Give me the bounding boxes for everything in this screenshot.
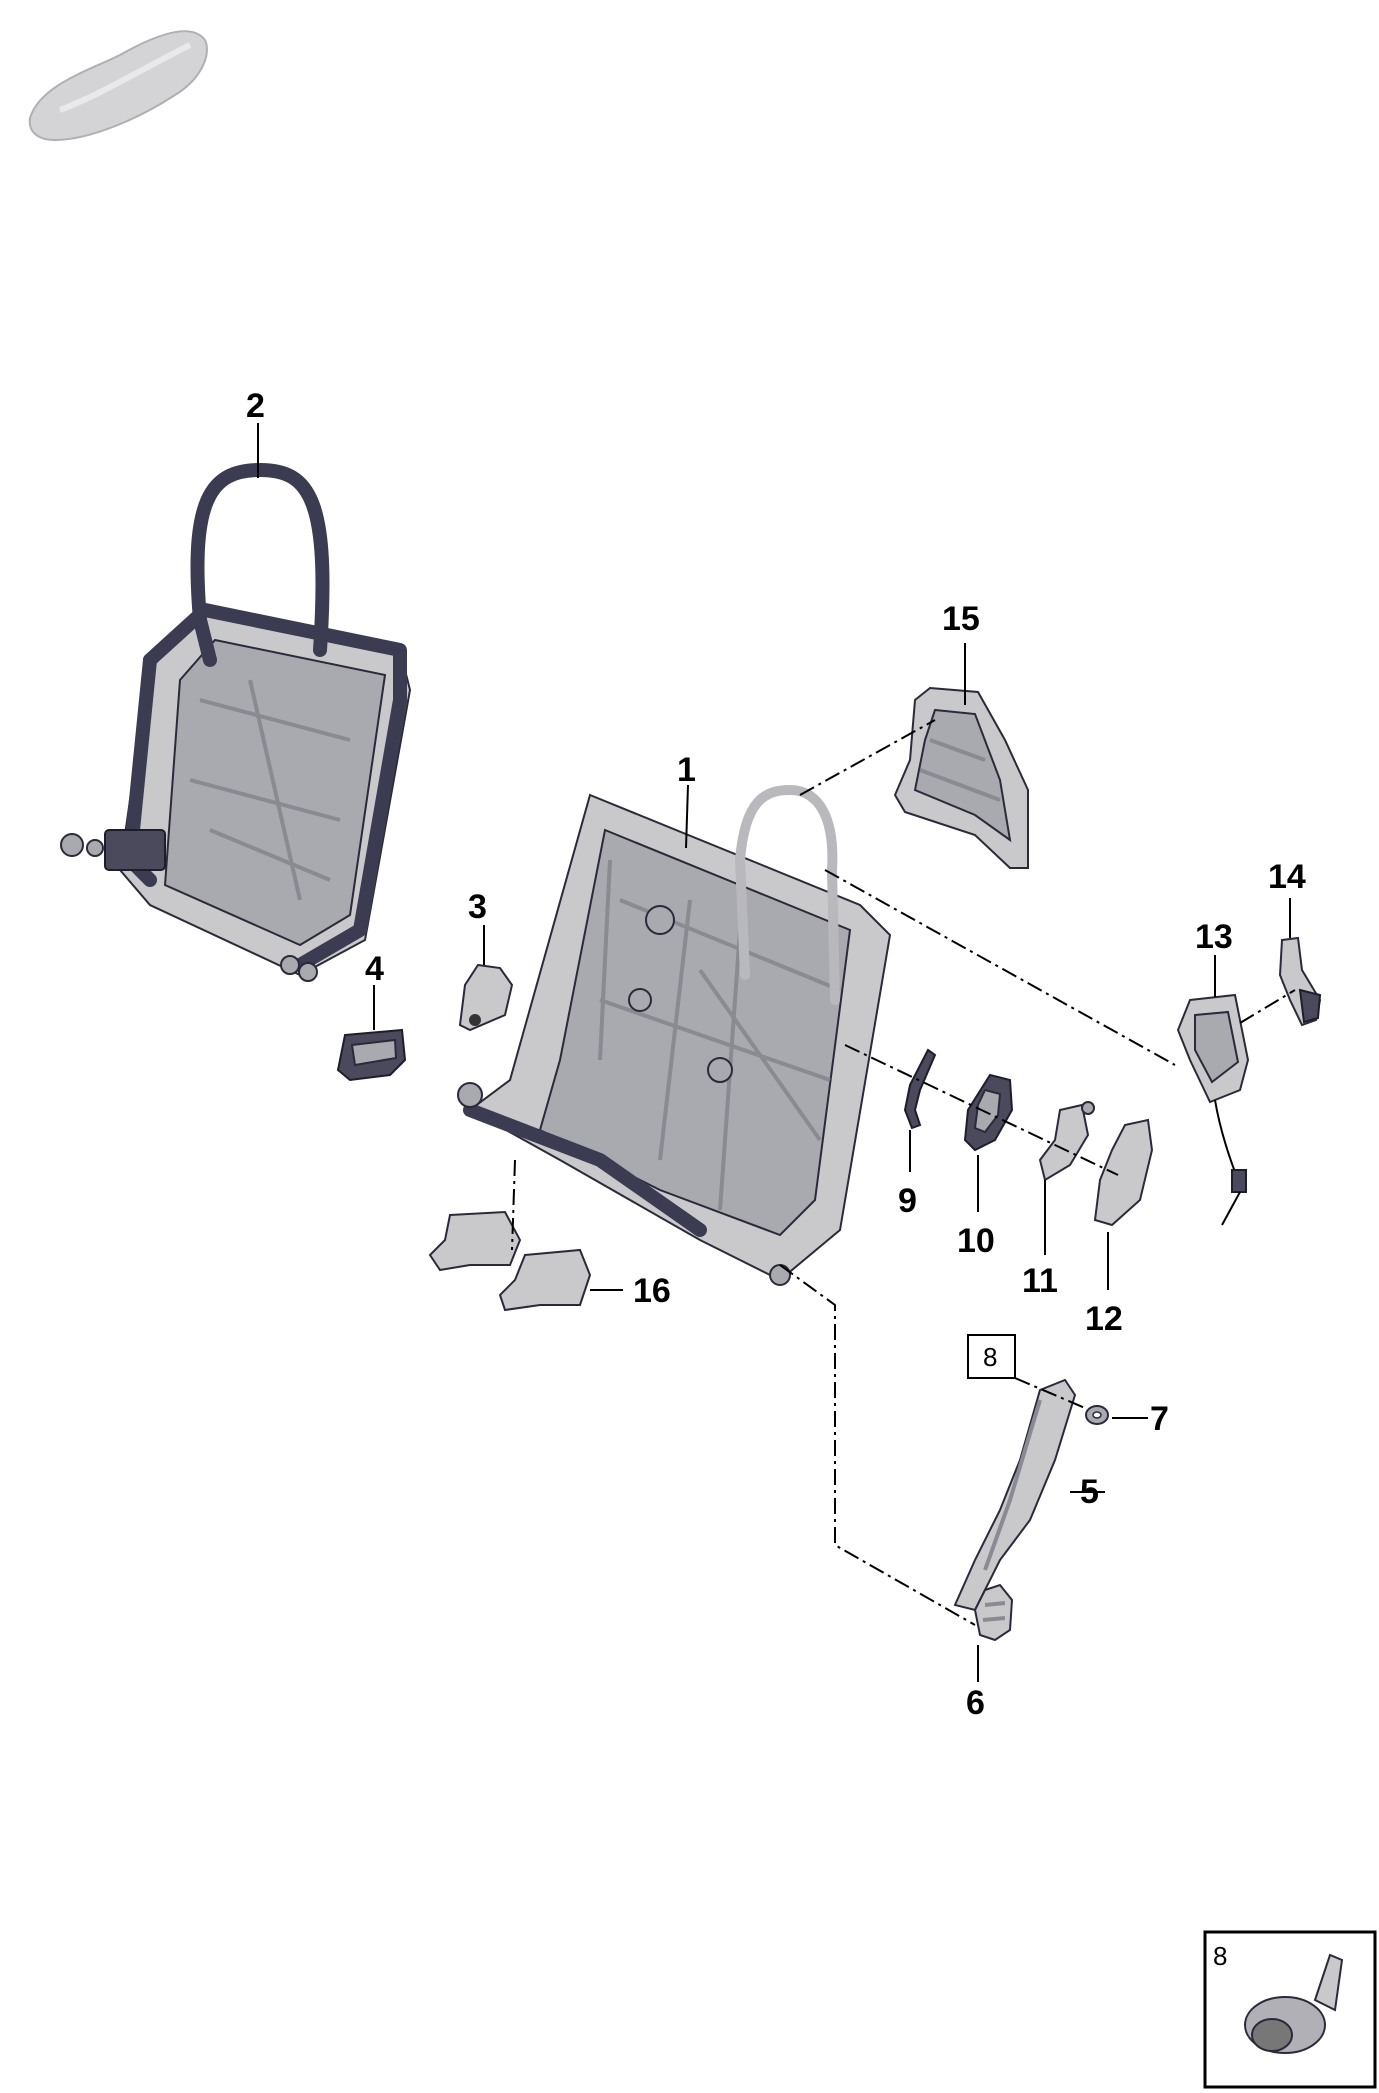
callout-10: 10 [957,1222,995,1260]
connector-lines [511,719,1296,1626]
actuator-part-13 [1176,993,1250,1226]
lower-bracket-part-16a [428,1210,522,1272]
callout-5: 5 [1080,1473,1099,1511]
callout-7: 7 [1150,1400,1169,1438]
callout-13: 13 [1195,918,1233,956]
callout-6: 6 [966,1684,985,1722]
bracket-part-3 [458,963,514,1032]
backrest-frame-part-2 [60,463,412,982]
trim-panel-part-15 [893,686,1029,869]
clip-part-7 [1085,1405,1109,1425]
leader-lines [257,423,1291,1682]
release-lever-part-14 [1278,936,1322,1027]
callout-12: 12 [1085,1300,1123,1338]
bolt-icon [1244,1953,1344,2054]
detail-box-label: 8 [1213,1941,1227,1971]
seat-back-frame-part-1 [457,785,892,1286]
callout-labels: 2 1 3 4 15 14 13 9 10 11 12 16 7 5 6 [246,387,1306,1722]
vehicle-thumbnail [28,30,208,142]
boxed-reference-label: 8 [983,1342,997,1372]
hinge-cover-part-4 [336,1028,407,1082]
cover-part-12 [1093,1118,1154,1227]
lower-bracket-part-16b [498,1248,592,1312]
guide-rail-part-5 [953,1378,1077,1612]
callout-14: 14 [1268,858,1306,896]
guide-block-part-6 [973,1583,1014,1642]
latch-bracket-part-11 [1038,1101,1095,1182]
callout-4: 4 [365,950,384,988]
callout-11: 11 [1022,1262,1058,1300]
callout-3: 3 [468,888,487,926]
callout-9: 9 [898,1182,917,1220]
callout-1: 1 [677,751,696,789]
callout-16: 16 [633,1272,671,1310]
boxed-reference-8: 8 [967,1334,1016,1379]
detail-box-part-8: 8 [1203,1930,1377,2089]
callout-15: 15 [942,600,980,638]
bracket-part-9 [903,1048,937,1130]
callout-2: 2 [246,387,265,425]
